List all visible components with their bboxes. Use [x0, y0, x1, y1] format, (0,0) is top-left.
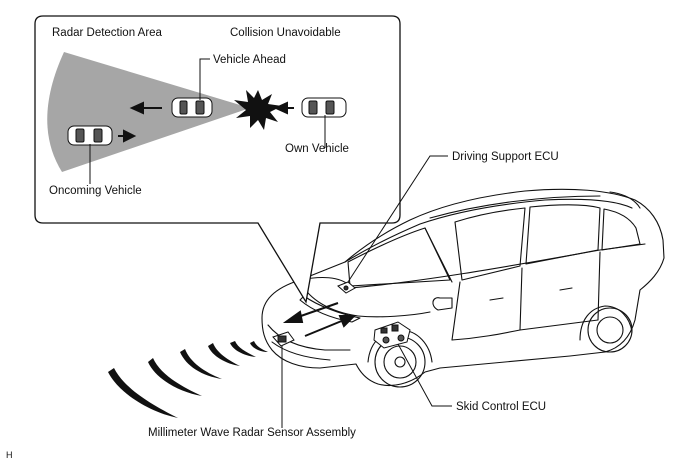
figure-code: H [6, 450, 13, 460]
collision-unavoidable-label: Collision Unavoidable [230, 27, 341, 39]
oncoming-vehicle-icon [67, 125, 113, 146]
driving-support-ecu-label: Driving Support ECU [452, 151, 559, 163]
motion-arrows [118, 101, 294, 143]
own-vehicle-label: Own Vehicle [285, 143, 349, 155]
skid-control-ecu-unit [373, 321, 411, 349]
driving-support-ecu-unit [337, 281, 356, 294]
skid-control-ecu-label: Skid Control ECU [456, 401, 546, 413]
radar-sensor-assembly-label: Millimeter Wave Radar Sensor Assembly [148, 427, 356, 439]
oncoming-vehicle-label: Oncoming Vehicle [49, 185, 142, 197]
own-vehicle-icon [301, 97, 347, 118]
car-illustration [261, 188, 665, 388]
leader-lines [89, 58, 452, 428]
signal-arrows [282, 302, 357, 337]
vehicle-ahead-label: Vehicle Ahead [213, 54, 286, 66]
vehicle-ahead-icon [171, 97, 213, 118]
radar-sensor-unit [272, 331, 295, 347]
radar-detection-area-label: Radar Detection Area [52, 27, 163, 39]
radar-waves [108, 341, 268, 418]
collision-burst-icon [234, 90, 282, 130]
